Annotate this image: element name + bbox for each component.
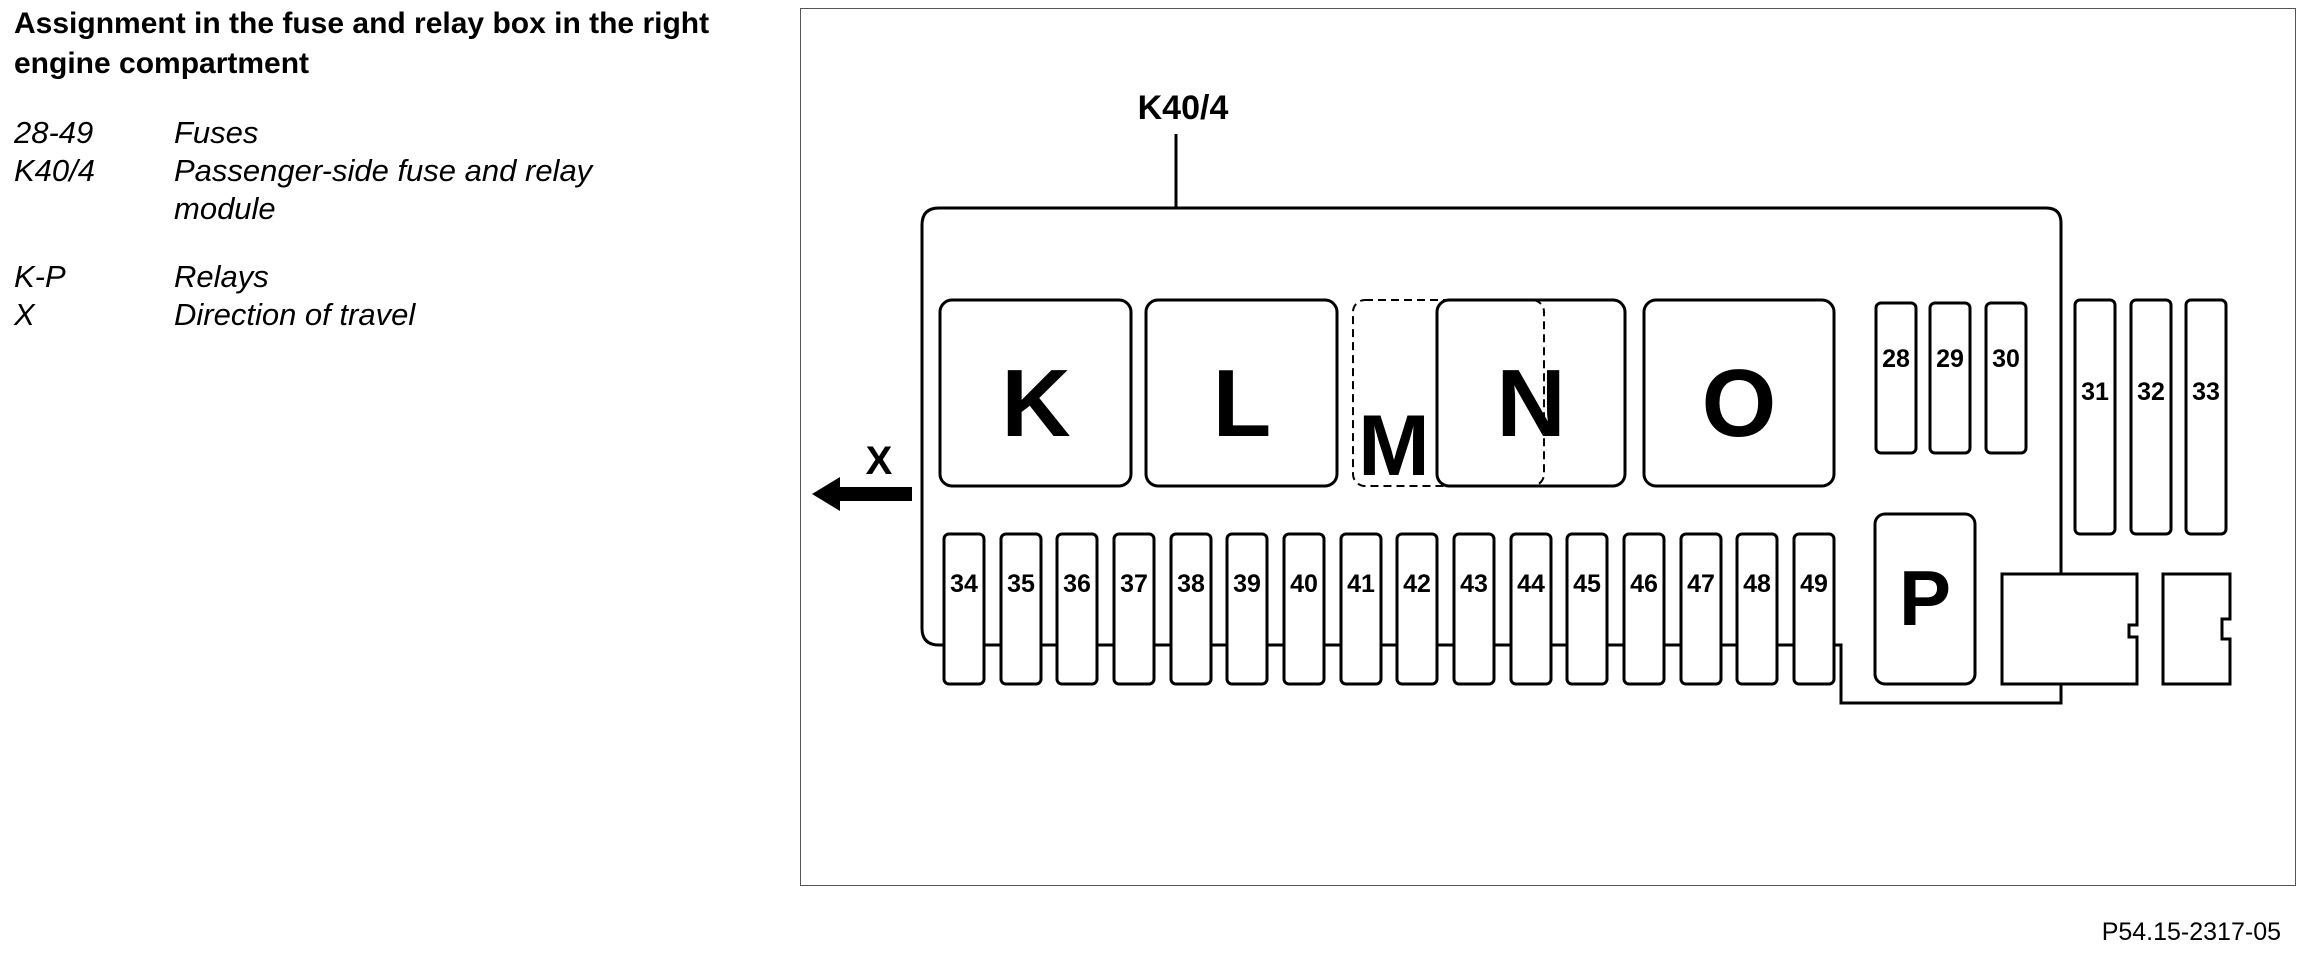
fuse-label: 37	[1120, 570, 1148, 598]
fuse-box-diagram: K40/4 X K L M N O P 28 29 30	[812, 89, 2232, 705]
fuse-label: 46	[1630, 570, 1658, 598]
legend-row-direction: X Direction of travel	[14, 296, 774, 334]
legend-panel: Assignment in the fuse and relay box in …	[14, 4, 774, 334]
fuse-33: 33	[2184, 298, 2228, 536]
fuse-44: 44	[1509, 532, 1553, 686]
fuse-label: 32	[2137, 378, 2165, 406]
fuse-label: 45	[1573, 570, 1601, 598]
fuse-49: 49	[1792, 532, 1836, 686]
fuse-label: 29	[1936, 345, 1964, 373]
legend-value: Passenger-side fuse and relay module	[174, 153, 593, 226]
fuse-29: 29	[1928, 301, 1972, 455]
module-label: K40/4	[1138, 89, 1229, 127]
fuse-42: 42	[1395, 532, 1439, 686]
fuse-31: 31	[2073, 298, 2117, 536]
fuse-41: 41	[1339, 532, 1383, 686]
fuse-label: 44	[1517, 570, 1545, 598]
legend-value: Relays	[174, 259, 269, 294]
fuse-label: 43	[1460, 570, 1488, 598]
page-title: Assignment in the fuse and relay box in …	[14, 7, 710, 80]
fuse-32: 32	[2129, 298, 2173, 536]
housing-outline	[920, 206, 2063, 705]
legend-key: 28-49	[14, 115, 94, 150]
fuse-39: 39	[1225, 532, 1269, 686]
relay-p: P	[1873, 512, 1977, 686]
fuse-45: 45	[1565, 532, 1609, 686]
legend-row-relays: K-P Relays	[14, 258, 774, 296]
relay-label: P	[1899, 554, 1951, 642]
legend-key: X	[14, 297, 35, 332]
legend-row-module: K40/4 Passenger-side fuse and relay modu…	[14, 152, 774, 228]
fuse-label: 31	[2081, 378, 2109, 406]
direction-arrow-icon	[812, 477, 912, 511]
legend-value: Direction of travel	[174, 297, 416, 332]
legend-key: K40/4	[14, 153, 96, 188]
connector-socket-small	[2161, 572, 2232, 686]
figure-id: P54.15-2317-05	[2101, 918, 2281, 946]
fuse-38: 38	[1169, 532, 1213, 686]
fuse-label: 49	[1800, 570, 1828, 598]
fuse-label: 38	[1177, 570, 1205, 598]
fuse-label: 35	[1007, 570, 1035, 598]
relay-label: M	[1358, 398, 1430, 494]
fuse-37: 37	[1112, 532, 1156, 686]
fuse-48: 48	[1735, 532, 1779, 686]
fuse-label: 33	[2192, 378, 2220, 406]
direction-label: X	[866, 439, 893, 483]
fuse-36: 36	[1055, 532, 1099, 686]
connector-socket-large	[2000, 572, 2139, 686]
legend-key: K-P	[14, 259, 66, 294]
relay-label: N	[1496, 350, 1565, 457]
fuse-label: 41	[1347, 570, 1375, 598]
fuse-label: 40	[1290, 570, 1318, 598]
fuse-label: 47	[1687, 570, 1715, 598]
relay-n: N	[1435, 298, 1627, 488]
relay-k: K	[938, 298, 1133, 488]
fuse-30: 30	[1984, 301, 2028, 455]
fuse-label: 48	[1743, 570, 1771, 598]
fuse-40: 40	[1282, 532, 1326, 686]
fuse-label: 34	[950, 570, 978, 598]
legend-value: Fuses	[174, 115, 259, 150]
fuse-label: 30	[1992, 345, 2020, 373]
relay-o: O	[1642, 298, 1836, 488]
fuse-label: 36	[1063, 570, 1091, 598]
fuse-label: 42	[1403, 570, 1431, 598]
fuse-47: 47	[1679, 532, 1723, 686]
fuse-label: 28	[1882, 345, 1910, 373]
fuse-28: 28	[1874, 301, 1918, 455]
fuse-35: 35	[999, 532, 1043, 686]
fuse-43: 43	[1452, 532, 1496, 686]
relay-l: L	[1144, 298, 1339, 488]
relay-label: K	[1001, 350, 1070, 457]
legend-row-fuses: 28-49 Fuses	[14, 114, 774, 152]
relay-label: O	[1702, 350, 1777, 457]
diagram-frame	[800, 8, 2296, 886]
relay-label: L	[1213, 350, 1272, 457]
fuse-34: 34	[942, 532, 986, 686]
fuse-46: 46	[1622, 532, 1666, 686]
fuse-label: 39	[1233, 570, 1261, 598]
